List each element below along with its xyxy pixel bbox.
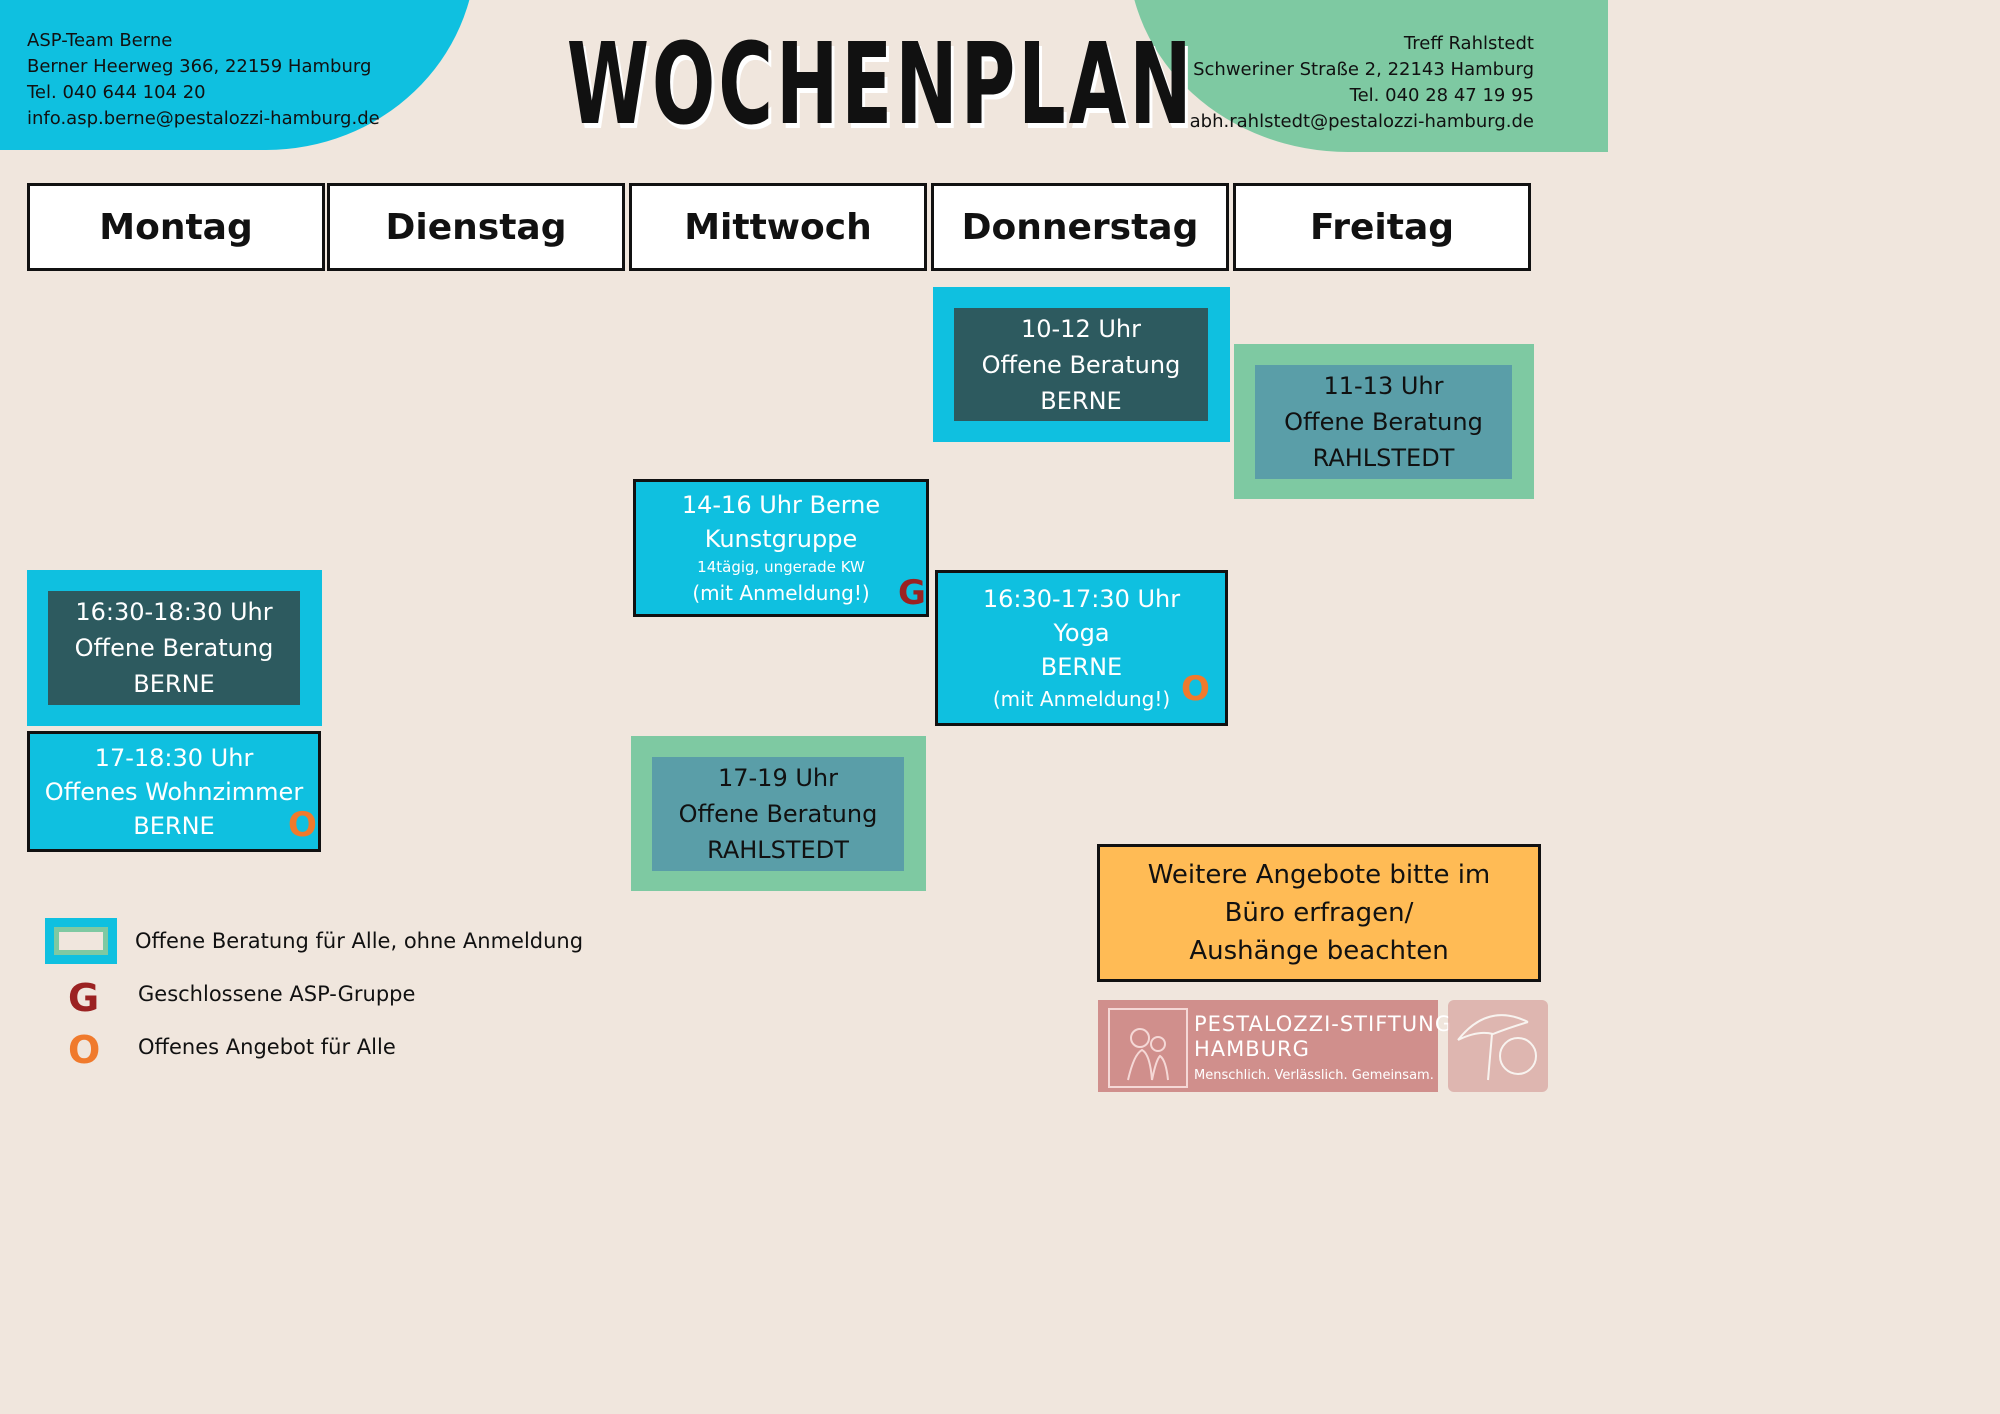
day-header-dienstag: Dienstag bbox=[327, 183, 625, 271]
info-line-3: Aushänge beachten bbox=[1189, 936, 1449, 966]
legend-g-text: Geschlossene ASP-Gruppe bbox=[138, 982, 416, 1006]
event-time: 16:30-18:30 Uhr bbox=[75, 598, 273, 626]
event-do-yoga: 16:30-17:30 Uhr Yoga BERNE (mit Anmeldun… bbox=[935, 570, 1228, 726]
day-header-mittwoch: Mittwoch bbox=[629, 183, 927, 271]
contact-rahlstedt-phone: Tel. 040 28 47 19 95 bbox=[1349, 85, 1534, 106]
contact-rahlstedt-address: Schweriner Straße 2, 22143 Hamburg bbox=[1193, 59, 1534, 80]
contact-berne: ASP-Team Berne Berner Heerweg 366, 22159… bbox=[27, 28, 380, 132]
event-note: 14tägig, ungerade KW bbox=[697, 558, 865, 576]
event-location: BERNE bbox=[133, 811, 215, 840]
info-line-2: Büro erfragen/ bbox=[1224, 898, 1414, 928]
info-box: Weitere Angebote bitte im Büro erfragen/… bbox=[1097, 844, 1541, 982]
event-registration: (mit Anmeldung!) bbox=[992, 687, 1171, 711]
logo-slogan: Menschlich. Verlässlich. Gemeinsam. bbox=[1194, 1068, 1434, 1083]
event-mi-kunstgruppe: 14-16 Uhr Berne Kunstgruppe 14tägig, ung… bbox=[633, 479, 929, 617]
event-inner: 10-12 Uhr Offene Beratung BERNE bbox=[954, 308, 1208, 421]
event-mi-beratung-rahlstedt: 17-19 Uhr Offene Beratung RAHLSTEDT bbox=[631, 736, 926, 891]
day-header-donnerstag: Donnerstag bbox=[931, 183, 1229, 271]
contact-berne-name: ASP-Team Berne bbox=[27, 30, 173, 51]
anniversary-seal-icon bbox=[1448, 1000, 1548, 1092]
event-mo-beratung-berne: 16:30-18:30 Uhr Offene Beratung BERNE bbox=[27, 570, 322, 726]
logo-name-line-1: PESTALOZZI-STIFTUNG bbox=[1194, 1012, 1453, 1036]
event-do-beratung-berne: 10-12 Uhr Offene Beratung BERNE bbox=[933, 287, 1230, 442]
logo-name-line-2: HAMBURG bbox=[1194, 1037, 1310, 1061]
event-title: Offene Beratung bbox=[74, 634, 274, 662]
event-inner: 16:30-18:30 Uhr Offene Beratung BERNE bbox=[48, 591, 300, 705]
marker-o-yoga: O bbox=[1181, 669, 1210, 709]
page-title: WOCHENPLAN bbox=[566, 20, 1195, 150]
day-header-freitag: Freitag bbox=[1233, 183, 1531, 271]
contact-berne-phone: Tel. 040 644 104 20 bbox=[27, 82, 206, 103]
event-location: BERNE bbox=[1040, 386, 1122, 415]
legend-o-icon: O bbox=[68, 1028, 101, 1072]
event-registration: (mit Anmeldung!) bbox=[692, 581, 870, 605]
legend-open-text: Offene Beratung für Alle, ohne Anmeldung bbox=[135, 929, 584, 953]
event-title: Offene Beratung bbox=[1284, 408, 1483, 436]
event-inner: 11-13 Uhr Offene Beratung RAHLSTEDT bbox=[1255, 365, 1512, 479]
day-header-montag: Montag bbox=[27, 183, 325, 271]
contact-rahlstedt: Treff Rahlstedt Schweriner Straße 2, 221… bbox=[1190, 31, 1534, 135]
event-time: 16:30-17:30 Uhr bbox=[982, 585, 1181, 613]
contact-berne-address: Berner Heerweg 366, 22159 Hamburg bbox=[27, 56, 372, 77]
event-title: Offene Beratung bbox=[678, 800, 878, 828]
pestalozzi-logo: PESTALOZZI-STIFTUNG HAMBURG Menschlich. … bbox=[1098, 1000, 1451, 1092]
event-title: Offene Beratung bbox=[981, 350, 1181, 379]
legend-o-text: Offenes Angebot für Alle bbox=[138, 1035, 396, 1059]
logo-name: PESTALOZZI-STIFTUNG HAMBURG bbox=[1194, 1012, 1452, 1062]
event-time: 17-18:30 Uhr bbox=[94, 743, 254, 772]
event-fr-beratung-rahlstedt: 11-13 Uhr Offene Beratung RAHLSTEDT bbox=[1234, 344, 1534, 499]
info-line-1: Weitere Angebote bitte im bbox=[1147, 860, 1491, 890]
legend-g-icon: G bbox=[68, 976, 100, 1020]
contact-berne-email[interactable]: info.asp.berne@pestalozzi-hamburg.de bbox=[27, 108, 380, 129]
event-inner: 17-19 Uhr Offene Beratung RAHLSTEDT bbox=[652, 757, 904, 871]
contact-rahlstedt-name: Treff Rahlstedt bbox=[1403, 33, 1534, 54]
marker-g-kunstgruppe: G bbox=[898, 573, 926, 613]
contact-rahlstedt-email[interactable]: abh.rahlstedt@pestalozzi-hamburg.de bbox=[1189, 111, 1534, 132]
legend-open-box-icon bbox=[45, 918, 117, 964]
event-title: Yoga bbox=[1053, 619, 1110, 647]
event-mo-wohnzimmer: 17-18:30 Uhr Offenes Wohnzimmer BERNE bbox=[27, 731, 321, 852]
event-location: RAHLSTEDT bbox=[707, 836, 849, 864]
event-title: Offenes Wohnzimmer bbox=[44, 777, 304, 806]
event-time: 14-16 Uhr Berne bbox=[681, 491, 881, 519]
event-location: BERNE bbox=[133, 670, 215, 698]
marker-o-wohnzimmer: O bbox=[288, 805, 317, 845]
emblem-icon bbox=[1108, 1008, 1188, 1088]
event-location: RAHLSTEDT bbox=[1312, 444, 1455, 472]
event-location: BERNE bbox=[1040, 653, 1123, 681]
event-time: 10-12 Uhr bbox=[1020, 314, 1141, 343]
event-title: Kunstgruppe bbox=[704, 525, 858, 553]
event-time: 17-19 Uhr bbox=[717, 764, 838, 792]
event-time: 11-13 Uhr bbox=[1323, 372, 1444, 400]
